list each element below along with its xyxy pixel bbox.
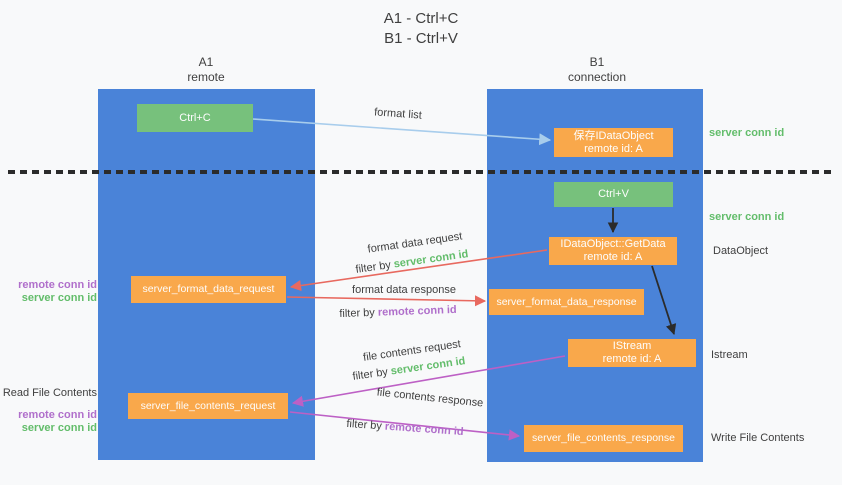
node-server-file-contents-response-label: server_file_contents_response — [531, 432, 675, 444]
node-save-idataobject-line1: 保存IDataObject — [573, 129, 654, 142]
annotation-read-file-contents: Read File Contents — [2, 387, 97, 399]
lane-a1-subtitle: remote — [187, 70, 225, 84]
annotation-server-conn-id-mid: server conn id — [709, 211, 785, 223]
lane-header-b1: B1 connection — [527, 55, 667, 85]
lane-a1-id: A1 — [198, 55, 214, 69]
annotation-write-file-contents: Write File Contents — [711, 432, 805, 444]
lane-b1-subtitle: connection — [567, 70, 627, 84]
node-server-format-data-request: server_format_data_request — [131, 276, 286, 303]
filter-by-text: filter by — [339, 306, 379, 321]
lane-header-a1: A1 remote — [136, 55, 276, 85]
title-line-1: A1 - Ctrl+C — [383, 10, 459, 27]
lane-b1-id: B1 — [589, 55, 605, 69]
filter-key-remote-conn-id: remote conn id — [377, 303, 457, 319]
annotation-server-conn-id-top: server conn id — [709, 127, 785, 139]
node-idataobject-getdata: IDataObject::GetData remote id: A — [549, 237, 677, 265]
node-istream-line1: IStream — [612, 340, 652, 352]
annotation-format-conn-ids: remote conn id server conn id — [0, 279, 97, 305]
node-server-file-contents-response: server_file_contents_response — [524, 425, 683, 452]
flow-label-format-list: format list — [373, 106, 423, 122]
node-ctrl-v-label: Ctrl+V — [598, 188, 629, 200]
filter-by-text: filter by — [354, 258, 395, 276]
node-ctrl-c-label: Ctrl+C — [179, 111, 211, 124]
node-ctrl-v: Ctrl+V — [554, 182, 673, 207]
node-save-idataobject: 保存IDataObject remote id: A — [554, 128, 673, 157]
filter-by-text: filter by — [351, 365, 392, 383]
node-server-file-contents-request-label: server_file_contents_request — [140, 399, 276, 412]
node-server-format-data-request-label: server_format_data_request — [142, 283, 275, 295]
node-server-file-contents-request: server_file_contents_request — [128, 393, 288, 419]
flow-label-file-response-filter: filter by remote conn id — [346, 417, 464, 439]
node-save-idataobject-line2: remote id: A — [584, 142, 643, 155]
node-server-format-data-response: server_format_data_response — [489, 289, 644, 315]
annotation-file-server-conn-id: server conn id — [21, 422, 97, 434]
annotation-format-server-conn-id: server conn id — [21, 292, 97, 304]
node-istream: IStream remote id: A — [568, 339, 696, 367]
node-ctrl-c: Ctrl+C — [137, 104, 253, 132]
node-server-format-data-response-label: server_format_data_response — [496, 295, 637, 308]
title-line-2: B1 - Ctrl+V — [384, 30, 458, 47]
node-idataobject-getdata-line2: remote id: A — [583, 251, 643, 263]
filter-key-remote-conn-id: remote conn id — [384, 420, 464, 439]
flow-label-format-data-response: format data response — [352, 284, 456, 296]
arrow-format-data-response — [286, 295, 487, 307]
node-idataobject-getdata-line1: IDataObject::GetData — [560, 238, 666, 250]
annotation-file-remote-conn-id: remote conn id — [18, 409, 97, 421]
flow-label-file-contents-response: file contents response — [376, 386, 484, 410]
node-istream-line2: remote id: A — [602, 353, 662, 365]
filter-by-text: filter by — [346, 417, 386, 433]
annotation-dataobject: DataObject — [713, 245, 769, 257]
annotation-file-conn-ids: remote conn id server conn id — [0, 409, 97, 435]
annotation-istream: Istream — [711, 349, 748, 361]
annotation-format-remote-conn-id: remote conn id — [18, 279, 97, 291]
flow-label-format-response-filter: filter by remote conn id — [339, 303, 457, 321]
diagram-title: A1 - Ctrl+C B1 - Ctrl+V — [0, 9, 842, 49]
